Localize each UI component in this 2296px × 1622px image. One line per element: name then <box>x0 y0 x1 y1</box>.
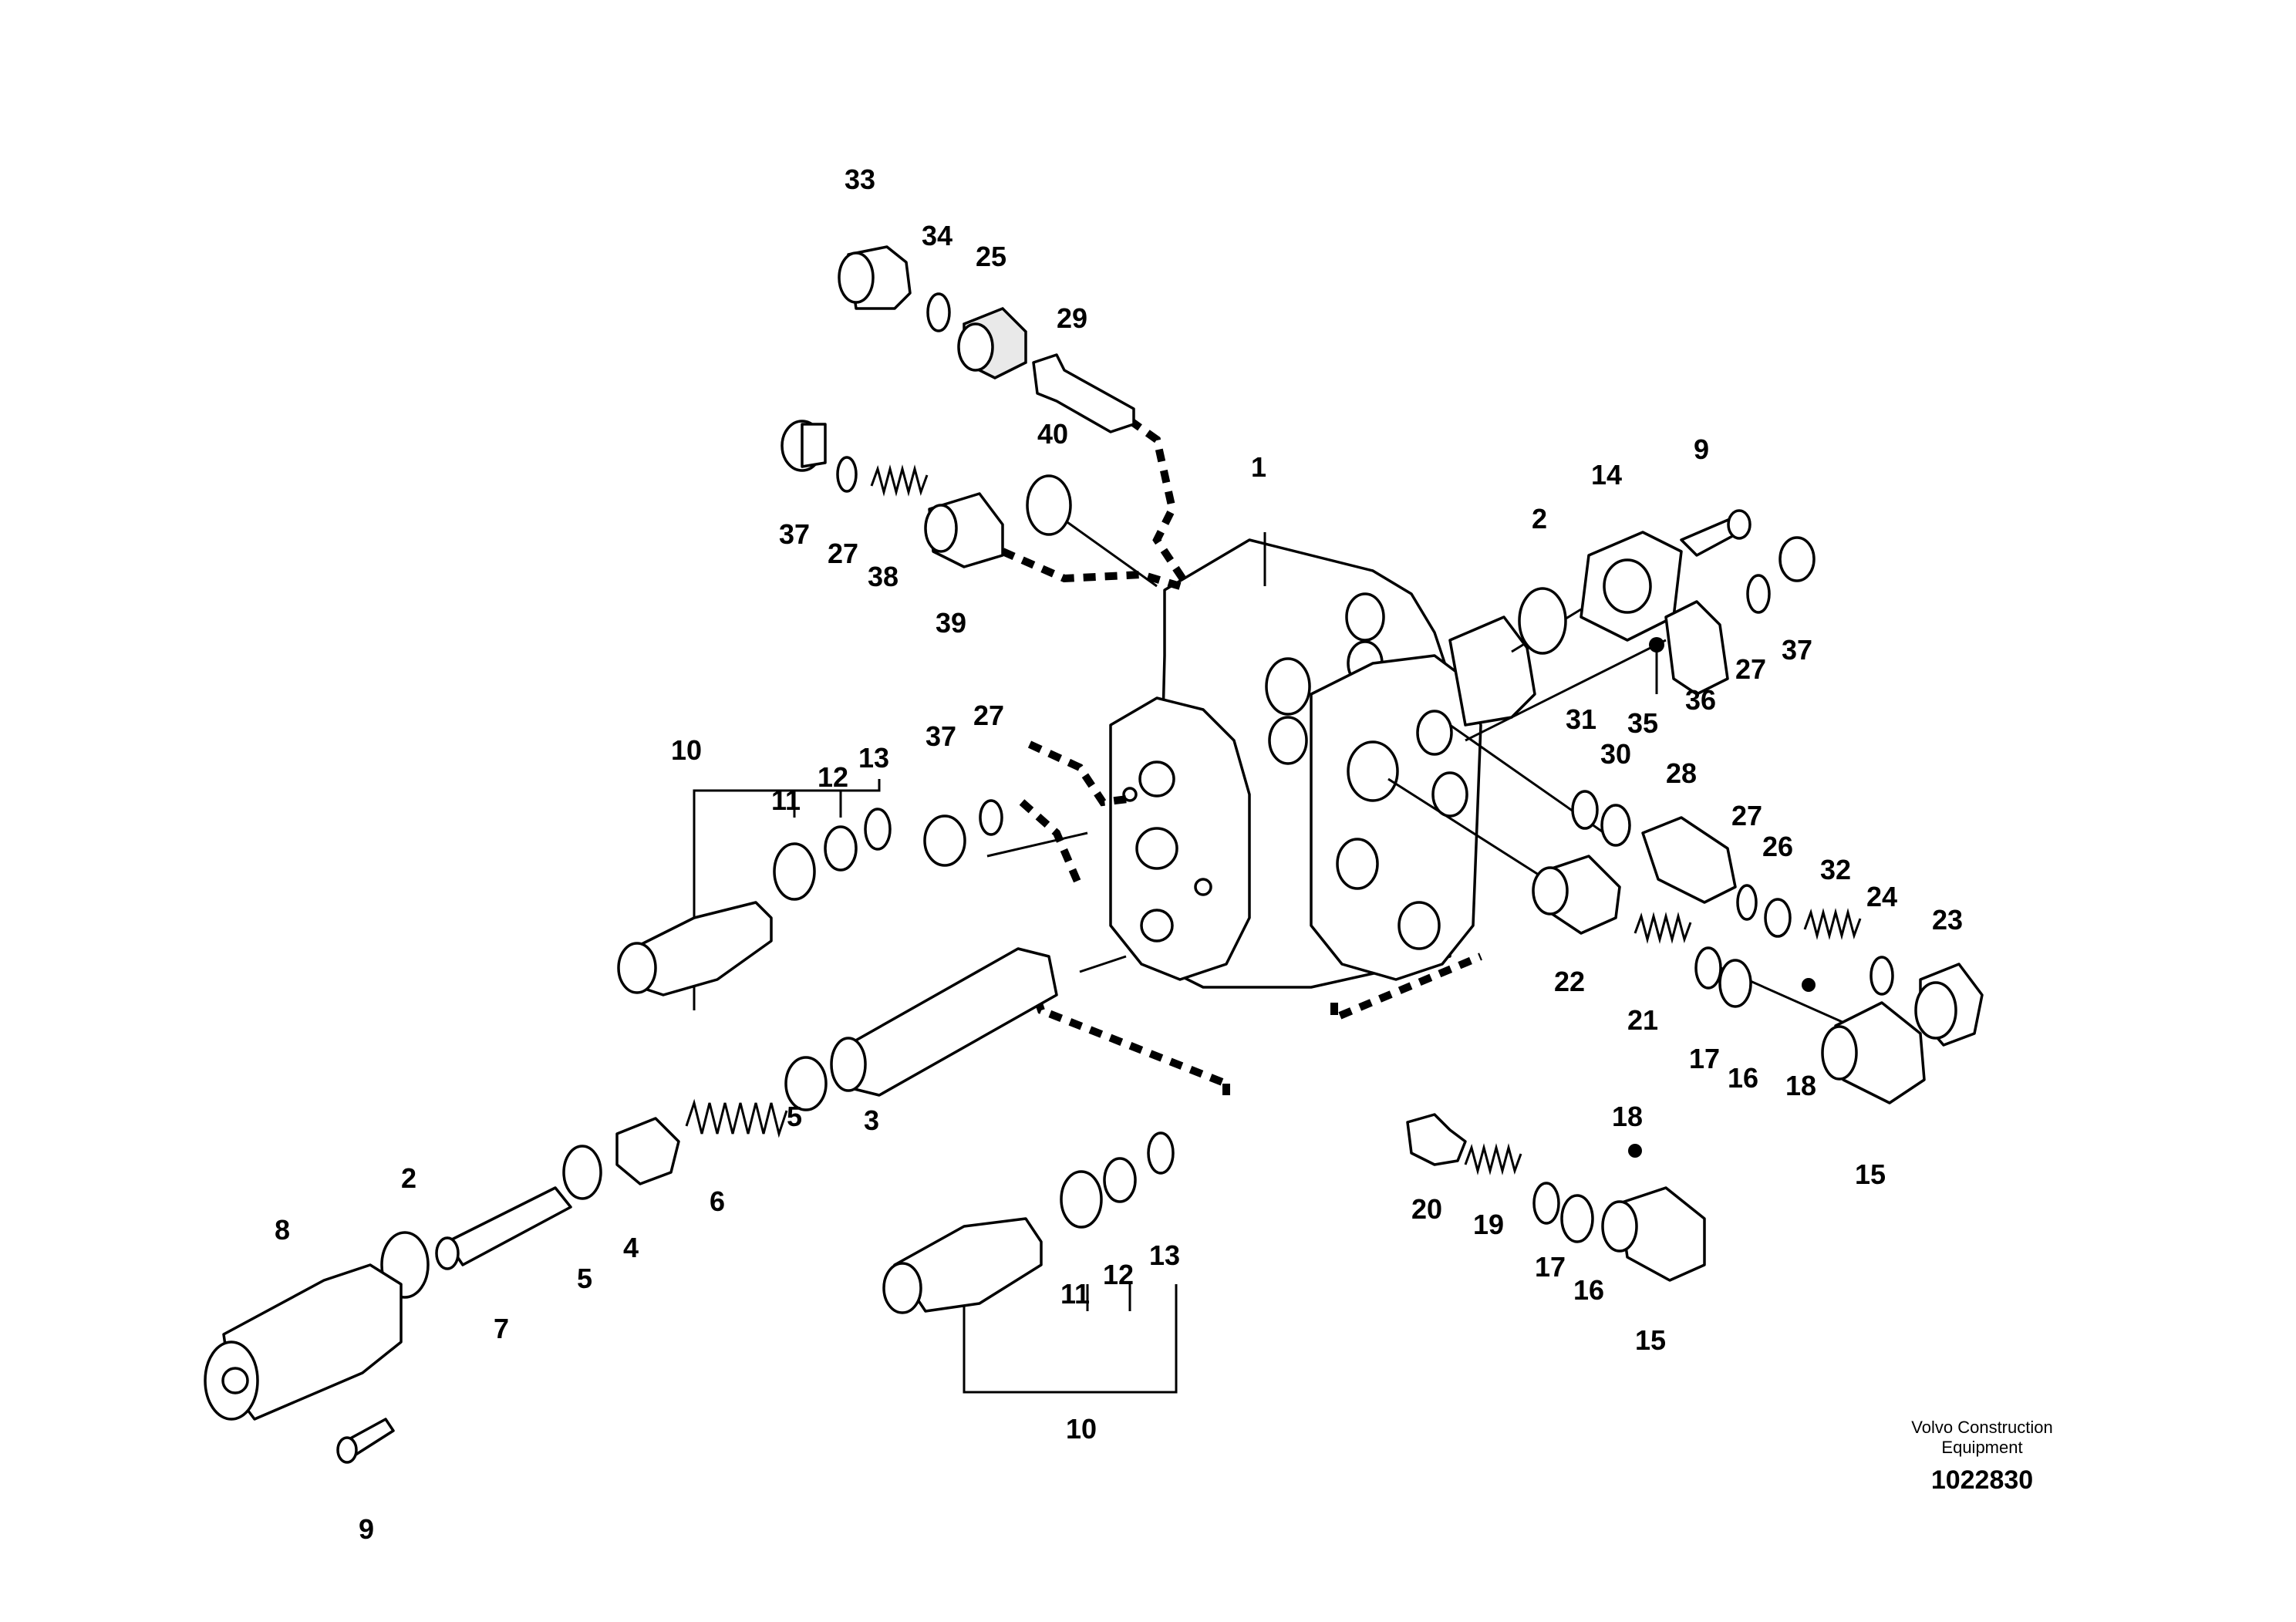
callout-39: 39 <box>936 607 966 639</box>
callout-10: 10 <box>671 734 702 766</box>
callout-8: 8 <box>275 1214 290 1246</box>
callout-25: 25 <box>976 241 1006 272</box>
callout-17: 17 <box>1689 1043 1720 1074</box>
callout-18: 18 <box>1785 1070 1816 1101</box>
callout-28: 28 <box>1666 757 1697 789</box>
callout-37: 37 <box>1782 634 1812 666</box>
callout-12: 12 <box>818 761 848 793</box>
callout-17: 17 <box>1535 1251 1566 1283</box>
callout-26: 26 <box>1762 831 1793 862</box>
brand-line-1: Volvo Construction <box>1911 1418 2052 1437</box>
callout-32: 32 <box>1820 854 1851 885</box>
callout-27: 27 <box>1735 653 1766 685</box>
parts-art <box>204 245 1984 1464</box>
callout-16: 16 <box>1728 1062 1758 1094</box>
callout-12: 12 <box>1103 1259 1134 1290</box>
callout-27: 27 <box>1731 800 1762 831</box>
callout-35: 35 <box>1627 707 1658 739</box>
callout-37: 37 <box>779 518 810 550</box>
callout-15: 15 <box>1855 1158 1886 1190</box>
callout-36: 36 <box>1685 684 1716 716</box>
callout-33: 33 <box>845 164 875 195</box>
callout-1: 1 <box>1251 451 1266 483</box>
callout-27: 27 <box>973 700 1004 731</box>
callout-labels: 33 34 25 29 40 1 37 27 38 39 9 14 2 37 2… <box>275 164 1963 1545</box>
callout-16: 16 <box>1573 1274 1604 1306</box>
callout-34: 34 <box>922 220 952 251</box>
callout-21: 21 <box>1627 1004 1658 1036</box>
callout-9: 9 <box>359 1513 374 1545</box>
callout-10: 10 <box>1066 1413 1097 1445</box>
callout-3: 3 <box>864 1104 879 1136</box>
callout-24: 24 <box>1866 881 1897 912</box>
callout-27: 27 <box>828 538 858 569</box>
callout-38: 38 <box>868 561 899 592</box>
document-number: 1022830 <box>1931 1465 2033 1495</box>
callout-6: 6 <box>710 1185 725 1217</box>
callout-30: 30 <box>1600 738 1631 770</box>
callout-2: 2 <box>401 1162 416 1194</box>
callout-19: 19 <box>1473 1209 1504 1240</box>
callout-13: 13 <box>858 742 889 774</box>
callout-11: 11 <box>771 784 801 816</box>
callout-9: 9 <box>1694 433 1709 465</box>
callout-15: 15 <box>1635 1324 1666 1356</box>
callout-23: 23 <box>1932 904 1963 936</box>
callout-31: 31 <box>1566 703 1596 735</box>
callout-29: 29 <box>1057 302 1087 334</box>
callout-7: 7 <box>494 1313 509 1344</box>
callout-14: 14 <box>1591 459 1622 491</box>
valve-body <box>1109 538 1536 989</box>
callout-5: 5 <box>577 1263 592 1294</box>
callout-11: 11 <box>1060 1278 1090 1310</box>
brand-line-2: Equipment <box>1941 1438 2022 1457</box>
callout-5: 5 <box>787 1101 802 1132</box>
callout-18: 18 <box>1612 1101 1643 1132</box>
callout-37: 37 <box>925 720 956 752</box>
callout-13: 13 <box>1149 1239 1180 1271</box>
footer-brand: Volvo Construction Equipment 1022830 <box>1911 1418 2052 1495</box>
callout-20: 20 <box>1411 1193 1442 1225</box>
callout-4: 4 <box>623 1232 639 1263</box>
callout-22: 22 <box>1554 966 1585 997</box>
callout-2: 2 <box>1532 503 1547 534</box>
callout-40: 40 <box>1037 418 1068 450</box>
